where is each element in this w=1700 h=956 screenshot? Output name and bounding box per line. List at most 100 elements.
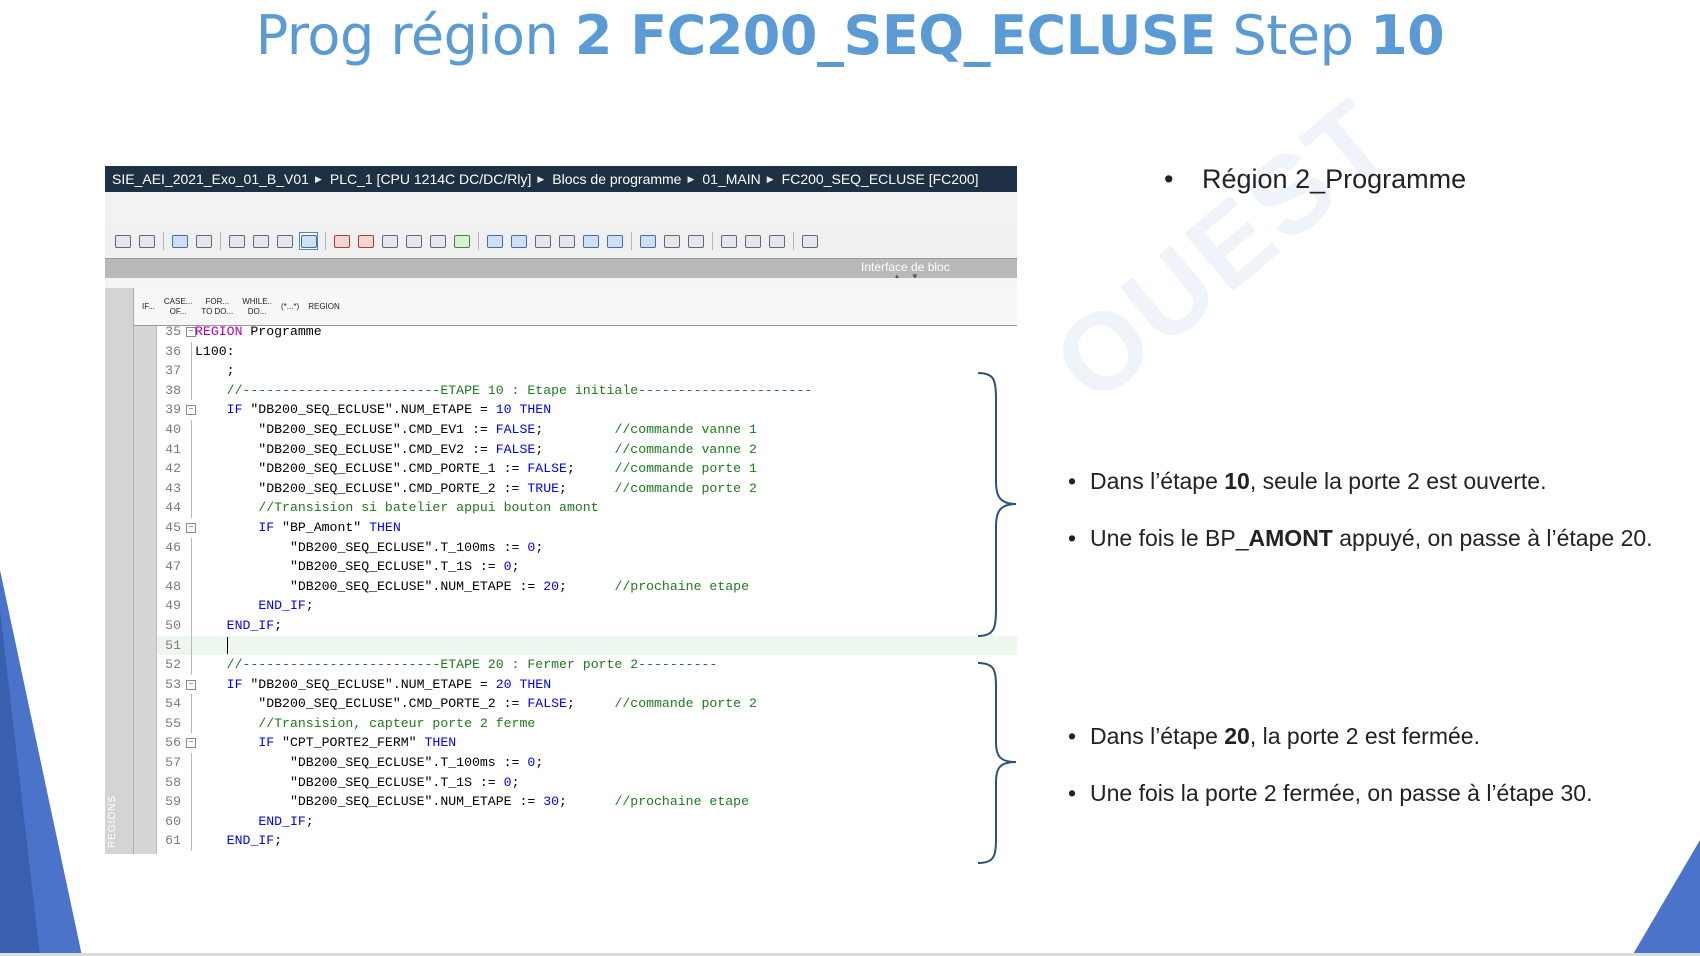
toolbar-comment-icon[interactable] xyxy=(428,232,447,250)
toolbar-save-icon[interactable] xyxy=(251,232,270,250)
kw-for-button[interactable]: FOR... TO DO... xyxy=(201,296,234,316)
fold-guide xyxy=(191,713,192,734)
code-line[interactable]: 35−REGION Programme xyxy=(157,322,1017,342)
toolbar-download-icon[interactable] xyxy=(275,232,294,250)
breadcrumb-plc[interactable]: PLC_1 [CPU 1214C DC/DC/Rly] xyxy=(329,171,532,187)
toolbar-list-icon[interactable] xyxy=(227,232,246,250)
code-line[interactable]: 44 //Transision si batelier appui bouton… xyxy=(157,498,1017,518)
code-line[interactable]: 58 "DB200_SEQ_ECLUSE".T_1S := 0; xyxy=(157,772,1017,793)
title-part-2: 2 FC200_SEQ_ECLUSE xyxy=(574,4,1216,67)
kw-comment-button[interactable]: (*...*) xyxy=(280,301,300,311)
fold-guide xyxy=(191,576,192,597)
toolbar-indent-icon[interactable] xyxy=(485,232,504,250)
code-line[interactable]: 57 "DB200_SEQ_ECLUSE".T_100ms := 0; xyxy=(157,753,1017,773)
toolbar-monitor-icon[interactable] xyxy=(194,232,213,250)
code-line[interactable]: 52 //-------------------------ETAPE 20 :… xyxy=(157,655,1017,675)
code-text: "DB200_SEQ_ECLUSE".T_1S := 0; xyxy=(195,774,520,790)
line-number: 51 xyxy=(165,637,181,653)
code-line[interactable]: 49 END_IF; xyxy=(157,596,1017,616)
code-line[interactable]: 59 "DB200_SEQ_ECLUSE".NUM_ETAPE := 30; /… xyxy=(157,792,1017,812)
code-line[interactable]: 46 "DB200_SEQ_ECLUSE".T_100ms := 0; xyxy=(157,537,1017,558)
line-number: 49 xyxy=(165,598,181,614)
line-number: 45 xyxy=(165,519,181,535)
code-line[interactable]: 47 "DB200_SEQ_ECLUSE".T_1S := 0; xyxy=(157,557,1017,577)
code-text: "DB200_SEQ_ECLUSE".NUM_ETAPE := 30; //pr… xyxy=(195,794,749,810)
code-text xyxy=(195,636,228,656)
line-number: 46 xyxy=(165,539,181,555)
code-line[interactable]: 45− IF "BP_Amont" THEN xyxy=(157,518,1017,538)
fold-toggle-icon[interactable]: − xyxy=(186,522,196,533)
code-line[interactable]: 61 END_IF; xyxy=(157,831,1017,852)
editor-gutter xyxy=(134,326,157,854)
toolbar-delete-network-icon[interactable] xyxy=(137,232,156,250)
code-text: END_IF; xyxy=(226,833,283,849)
breadcrumb-block[interactable]: FC200_SEQ_ECLUSE [FC200] xyxy=(781,171,979,187)
code-line[interactable]: 53− IF "DB200_SEQ_ECLUSE".NUM_ETAPE = 20… xyxy=(157,675,1017,695)
fold-toggle-icon[interactable]: − xyxy=(186,327,196,337)
code-line[interactable]: 37 ; xyxy=(157,361,1017,381)
toolbar-clear-bookmark-icon[interactable] xyxy=(356,232,375,250)
code-line[interactable]: 39− IF "DB200_SEQ_ECLUSE".NUM_ETAPE = 10… xyxy=(157,400,1017,420)
code-text: END_IF; xyxy=(258,598,314,614)
code-line[interactable]: 54 "DB200_SEQ_ECLUSE".CMD_PORTE_2 := FAL… xyxy=(157,694,1017,714)
code-text: REGION Programme xyxy=(195,324,322,339)
code-line[interactable]: 41 "DB200_SEQ_ECLUSE".CMD_EV2 := FALSE; … xyxy=(157,439,1017,460)
line-number: 39 xyxy=(165,402,181,418)
toolbar-collapse-icon[interactable] xyxy=(581,232,600,250)
toolbar-bookmark-set-icon[interactable] xyxy=(638,232,657,250)
toolbar-next-bookmark-icon[interactable] xyxy=(404,232,423,250)
fold-toggle-icon[interactable]: − xyxy=(186,738,196,749)
kw-case-button[interactable]: CASE... OF... xyxy=(163,296,193,316)
toolbar-bookmark-next-icon[interactable] xyxy=(686,232,705,250)
fold-toggle-icon[interactable]: − xyxy=(186,679,196,690)
toolbar-monitoring-icon[interactable] xyxy=(719,232,738,250)
code-line[interactable]: 55 //Transision, capteur porte 2 ferme xyxy=(157,713,1017,734)
bullet-bp-amont: •Une fois le BP_AMONT appuyé, on passe à… xyxy=(1068,525,1653,552)
toolbar-highlight-icon[interactable] xyxy=(299,232,318,250)
toolbar-prev-bookmark-icon[interactable] xyxy=(380,232,399,250)
line-number: 40 xyxy=(165,421,181,437)
code-text: "DB200_SEQ_ECLUSE".CMD_EV2 := FALSE; //c… xyxy=(195,441,757,457)
code-line[interactable]: 51 xyxy=(157,635,1017,656)
toolbar-block-icon[interactable] xyxy=(800,232,819,250)
breadcrumb-main[interactable]: 01_MAIN xyxy=(702,171,761,187)
toolbar-format-icon[interactable] xyxy=(557,232,576,250)
line-number: 52 xyxy=(165,657,181,673)
toolbar-insert-network-icon[interactable] xyxy=(113,232,132,250)
toolbar-go-to-icon[interactable] xyxy=(452,232,471,250)
fold-toggle-icon[interactable]: − xyxy=(186,405,196,416)
code-line[interactable]: 38 //-------------------------ETAPE 10 :… xyxy=(157,380,1017,401)
code-line[interactable]: 60 END_IF; xyxy=(157,811,1017,832)
code-text: "DB200_SEQ_ECLUSE".T_1S := 0; xyxy=(195,559,520,575)
toolbar-glasses-icon[interactable] xyxy=(743,232,762,250)
code-text: ; xyxy=(195,363,235,379)
toolbar-bookmark-prev-icon[interactable] xyxy=(662,232,681,250)
interface-toggle-icon[interactable]: ▲▼ xyxy=(893,272,929,281)
kw-region-button[interactable]: REGION xyxy=(308,301,340,311)
breadcrumb-blocks[interactable]: Blocs de programme xyxy=(552,171,682,187)
code-line[interactable]: 50 END_IF; xyxy=(157,615,1017,636)
kw-if-button[interactable]: IF... xyxy=(142,301,155,311)
breadcrumb-project[interactable]: SIE_AEI_2021_Exo_01_B_V01 xyxy=(112,171,309,187)
toolbar-bookmark-icon[interactable] xyxy=(332,232,351,250)
regions-panel[interactable]: REGIONS xyxy=(105,288,134,854)
fold-guide xyxy=(191,792,192,812)
code-line[interactable]: 40 "DB200_SEQ_ECLUSE".CMD_EV1 := FALSE; … xyxy=(157,419,1017,440)
toolbar-divider xyxy=(163,232,164,250)
toolbar-outdent-icon[interactable] xyxy=(509,232,528,250)
code-line[interactable]: 48 "DB200_SEQ_ECLUSE".NUM_ETAPE := 20; /… xyxy=(157,576,1017,597)
kw-while-button[interactable]: WHILE.. DO... xyxy=(242,296,272,316)
toolbar-glasses-off-icon[interactable] xyxy=(767,232,786,250)
toolbar-expand-all-icon[interactable] xyxy=(605,232,624,250)
code-line[interactable]: 56− IF "CPT_PORTE2_FERM" THEN xyxy=(157,733,1017,753)
code-line[interactable]: 42 "DB200_SEQ_ECLUSE".CMD_PORTE_1 := FAL… xyxy=(157,459,1017,479)
bullet-bold: 20 xyxy=(1224,723,1250,749)
title-part-4: 10 xyxy=(1370,4,1445,67)
code-line[interactable]: 43 "DB200_SEQ_ECLUSE".CMD_PORTE_2 := TRU… xyxy=(157,478,1017,499)
toolbar-expand-icon[interactable] xyxy=(170,232,189,250)
toolbar-align-icon[interactable] xyxy=(533,232,552,250)
block-interface-bar[interactable]: Interface de bloc ▲▼ xyxy=(105,258,1017,281)
fold-guide xyxy=(191,419,192,440)
